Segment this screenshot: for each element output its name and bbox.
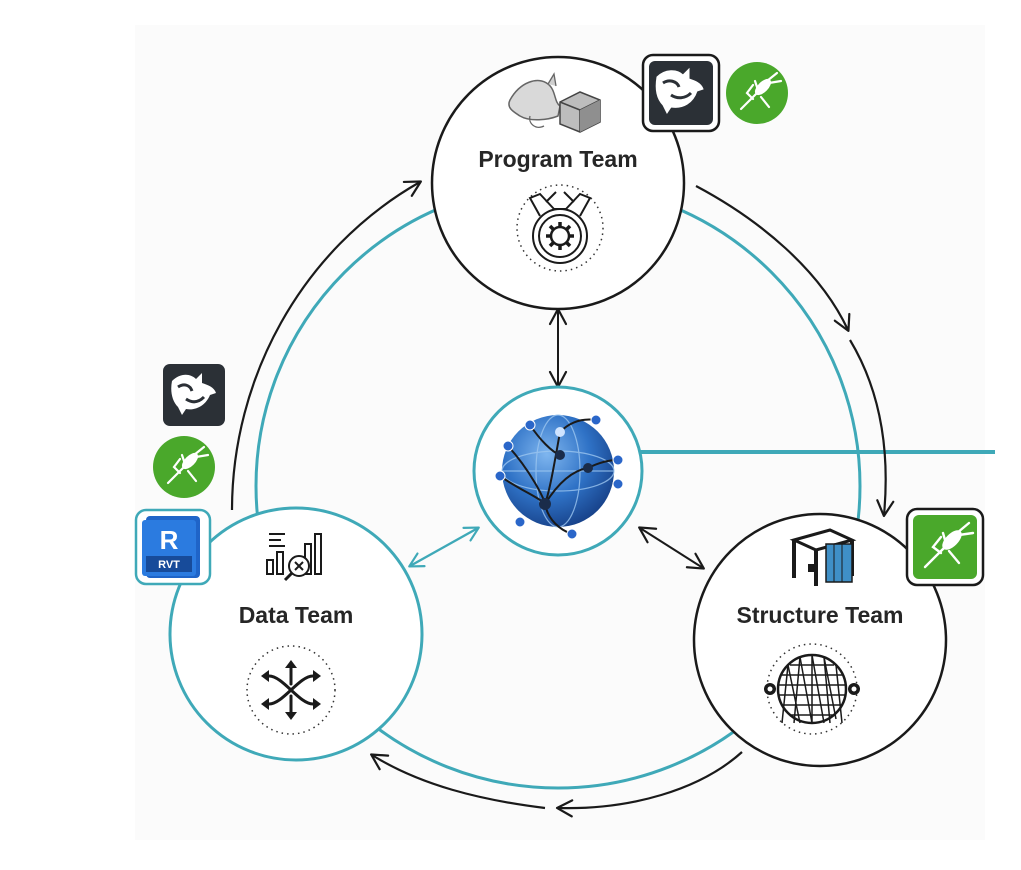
data-team-node[interactable]: Data Team bbox=[168, 506, 424, 762]
right-gear-icon bbox=[848, 683, 860, 695]
medal-gear-icon bbox=[516, 184, 604, 272]
cycle-arrow-data-to-program bbox=[230, 180, 422, 511]
revit-app-icon: R RVT bbox=[142, 516, 200, 578]
steel-frame-icon bbox=[789, 528, 857, 586]
cycle-arrow-program-to-structure-a bbox=[695, 185, 851, 333]
central-hub-node[interactable] bbox=[472, 385, 644, 557]
program-grasshopper-badge[interactable] bbox=[726, 62, 788, 124]
data-revit-badge[interactable]: R RVT bbox=[134, 508, 212, 586]
arrow-center-data bbox=[408, 526, 480, 568]
revit-label: RVT bbox=[158, 559, 180, 571]
data-team-title: Data Team bbox=[239, 602, 354, 628]
left-gear-icon bbox=[764, 683, 776, 695]
cycle-arrow-structure-to-data-b bbox=[370, 753, 546, 810]
transform-arrows-icon bbox=[246, 645, 336, 735]
grasshopper-app-icon bbox=[923, 521, 975, 569]
grasshopper-app-icon bbox=[166, 445, 210, 485]
revit-letter: R bbox=[160, 525, 179, 555]
data-analysis-icon bbox=[266, 533, 322, 582]
rhino-app-icon bbox=[655, 67, 704, 114]
structure-grasshopper-badge[interactable] bbox=[905, 507, 985, 587]
program-team-node[interactable]: Program Team bbox=[430, 55, 686, 311]
arrow-center-structure bbox=[638, 526, 705, 570]
cycle-arrow-structure-to-data-a bbox=[555, 751, 743, 818]
global-network-icon bbox=[494, 414, 624, 540]
program-team-circle bbox=[430, 55, 686, 311]
data-rhino-badge[interactable] bbox=[163, 364, 225, 426]
geodesic-dome-icon bbox=[764, 643, 860, 735]
cycle-arrow-program-to-structure-b bbox=[849, 339, 895, 518]
grasshopper-app-icon bbox=[739, 71, 783, 111]
program-rhino-badge[interactable] bbox=[641, 53, 721, 133]
data-team-circle bbox=[168, 506, 424, 762]
structure-team-circle bbox=[692, 512, 948, 768]
rhino-app-icon bbox=[171, 373, 216, 415]
structure-team-node[interactable]: Structure Team bbox=[692, 512, 948, 768]
data-grasshopper-badge[interactable] bbox=[153, 436, 215, 498]
program-team-title: Program Team bbox=[478, 146, 637, 172]
structure-team-title: Structure Team bbox=[736, 602, 903, 628]
rhino-3d-sketch-icon bbox=[508, 72, 601, 133]
